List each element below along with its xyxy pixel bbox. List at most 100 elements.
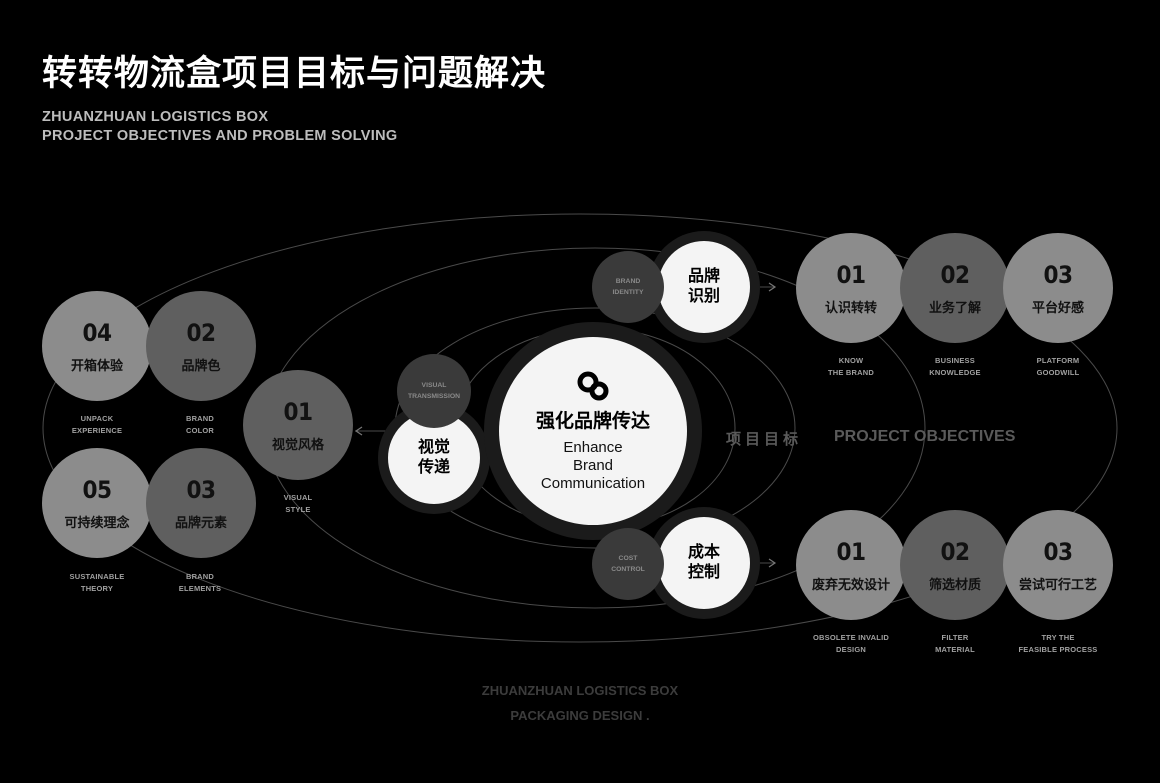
caption-line: MATERIAL xyxy=(935,645,975,654)
node-sustainable-theory: 05 可持续理念 xyxy=(42,448,152,558)
caption-line: KNOW xyxy=(838,356,864,365)
node-obsolete-invalid-design: 01 废弃无效设计 xyxy=(796,510,906,620)
zhuanzhuan-logo-icon xyxy=(577,371,609,400)
caption-platform-goodwill: PLATFORM GOODWILL xyxy=(998,355,1118,379)
objectives-label-en: PROJECT OBJECTIVES xyxy=(834,428,1016,445)
node-label: 开箱体验 xyxy=(70,357,123,373)
caption-line: COLOR xyxy=(185,426,215,435)
node-label: 平台好感 xyxy=(1031,299,1084,315)
center-title: 强化品牌传达 xyxy=(535,410,650,432)
caption-line: BRAND xyxy=(185,572,215,581)
node-label: 控制 xyxy=(687,564,720,581)
caption-line: STYLE xyxy=(285,505,311,514)
node-number: 01 xyxy=(836,537,866,566)
caption-line: PLATFORM xyxy=(1036,356,1080,365)
caption-line: THEORY xyxy=(80,584,114,593)
caption-business-knowledge: BUSINESS KNOWLEDGE xyxy=(895,355,1015,379)
subtitle-line-2: PROJECT OBJECTIVES AND PROBLEM SOLVING xyxy=(42,128,398,144)
node-label: 废弃无效设计 xyxy=(811,576,890,592)
caption-line: FILTER xyxy=(941,633,969,642)
caption-line: UNPACK xyxy=(80,414,114,423)
caption-obsolete-invalid-design: OBSOLETE INVALID DESIGN xyxy=(791,632,911,656)
tag-visual-transmission: VISUAL TRANSMISSION xyxy=(397,354,471,428)
tag-line: BRAND xyxy=(615,278,641,285)
tag-cost-control: COST CONTROL xyxy=(592,528,664,600)
node-number: 03 xyxy=(186,475,216,504)
node-label: 视觉风格 xyxy=(271,436,324,452)
node-enhance-brand: 强化品牌传达 Enhance Brand Communication xyxy=(499,337,687,525)
tag-line: VISUAL xyxy=(421,382,447,389)
tag-line: TRANSMISSION xyxy=(407,393,461,400)
center-en-line: Enhance xyxy=(563,438,623,456)
node-number: 01 xyxy=(283,397,313,426)
caption-line: GOODWILL xyxy=(1036,368,1080,377)
node-number: 04 xyxy=(82,318,112,347)
caption-line: KNOWLEDGE xyxy=(929,368,981,377)
node-number: 03 xyxy=(1043,537,1073,566)
caption-line: BRAND xyxy=(185,414,215,423)
node-unpack-experience: 04 开箱体验 xyxy=(42,291,152,401)
node-brand-elements: 03 品牌元素 xyxy=(146,448,256,558)
caption-filter-material: FILTER MATERIAL xyxy=(895,632,1015,656)
node-brand-identity: 品牌 识别 xyxy=(658,241,750,333)
footer-line-2: PACKAGING DESIGN . xyxy=(510,708,650,723)
tag-line: IDENTITY xyxy=(612,289,644,296)
node-label: 尝试可行工艺 xyxy=(1018,576,1097,592)
arrow-brand-identity xyxy=(768,282,777,292)
node-number: 02 xyxy=(940,260,970,289)
tag-line: COST xyxy=(618,555,638,562)
caption-sustainable-theory: SUSTAINABLE THEORY xyxy=(37,571,157,595)
node-platform-goodwill: 03 平台好感 xyxy=(1003,233,1113,343)
node-feasible-process: 03 尝试可行工艺 xyxy=(1003,510,1113,620)
caption-line: ELEMENTS xyxy=(178,584,222,593)
node-label: 传递 xyxy=(417,459,450,476)
caption-line: THE BRAND xyxy=(828,368,874,377)
caption-line: FEASIBLE PROCESS xyxy=(1018,645,1098,654)
caption-know-the-brand: KNOW THE BRAND xyxy=(791,355,911,379)
caption-line: VISUAL xyxy=(283,493,313,502)
node-cost-control: 成本 控制 xyxy=(658,517,750,609)
tag-brand-identity: BRAND IDENTITY xyxy=(592,251,664,323)
footer-line-1: ZHUANZHUAN LOGISTICS BOX xyxy=(481,683,679,698)
node-know-the-brand: 01 认识转转 xyxy=(796,233,906,343)
node-label: 业务了解 xyxy=(928,299,981,315)
caption-line: TRY THE xyxy=(1041,633,1075,642)
node-number: 02 xyxy=(940,537,970,566)
node-filter-material: 02 筛选材质 xyxy=(900,510,1010,620)
subtitle-line-1: ZHUANZHUAN LOGISTICS BOX xyxy=(42,109,269,125)
arrow-cost-control xyxy=(768,558,777,568)
node-label: 筛选材质 xyxy=(928,576,981,592)
node-visual-style: 01 视觉风格 xyxy=(243,370,353,480)
caption-line: OBSOLETE INVALID xyxy=(813,633,889,642)
caption-brand-elements: BRAND ELEMENTS xyxy=(140,571,260,595)
arrow-visual-style xyxy=(354,426,363,436)
node-label: 识别 xyxy=(687,288,720,305)
center-en-line: Communication xyxy=(540,474,646,492)
page-title: 转转物流盒项目目标与问题解决 xyxy=(42,54,547,93)
node-label: 品牌 xyxy=(687,268,720,285)
node-label: 认识转转 xyxy=(824,299,877,315)
node-label: 成本 xyxy=(687,544,720,561)
caption-brand-color: BRAND COLOR xyxy=(140,413,260,437)
node-number: 03 xyxy=(1043,260,1073,289)
caption-line: BUSINESS xyxy=(935,356,975,365)
node-number: 05 xyxy=(82,475,112,504)
node-label: 品牌元素 xyxy=(174,514,227,530)
node-label: 品牌色 xyxy=(181,357,221,373)
caption-line: DESIGN xyxy=(836,645,866,654)
node-number: 02 xyxy=(186,318,216,347)
caption-visual-style: VISUAL STYLE xyxy=(238,492,358,516)
node-label: 视觉 xyxy=(417,439,450,456)
objectives-label-zh: 项目目标 xyxy=(726,431,803,448)
node-number: 01 xyxy=(836,260,866,289)
outer-orbit xyxy=(42,213,1118,643)
caption-line: EXPERIENCE xyxy=(71,426,123,435)
caption-unpack-experience: UNPACK EXPERIENCE xyxy=(37,413,157,437)
tag-line: CONTROL xyxy=(611,566,645,573)
center-en-line: Brand xyxy=(572,456,614,474)
node-business-knowledge: 02 业务了解 xyxy=(900,233,1010,343)
caption-feasible-process: TRY THE FEASIBLE PROCESS xyxy=(998,632,1118,656)
node-brand-color: 02 品牌色 xyxy=(146,291,256,401)
caption-line: SUSTAINABLE xyxy=(69,572,125,581)
